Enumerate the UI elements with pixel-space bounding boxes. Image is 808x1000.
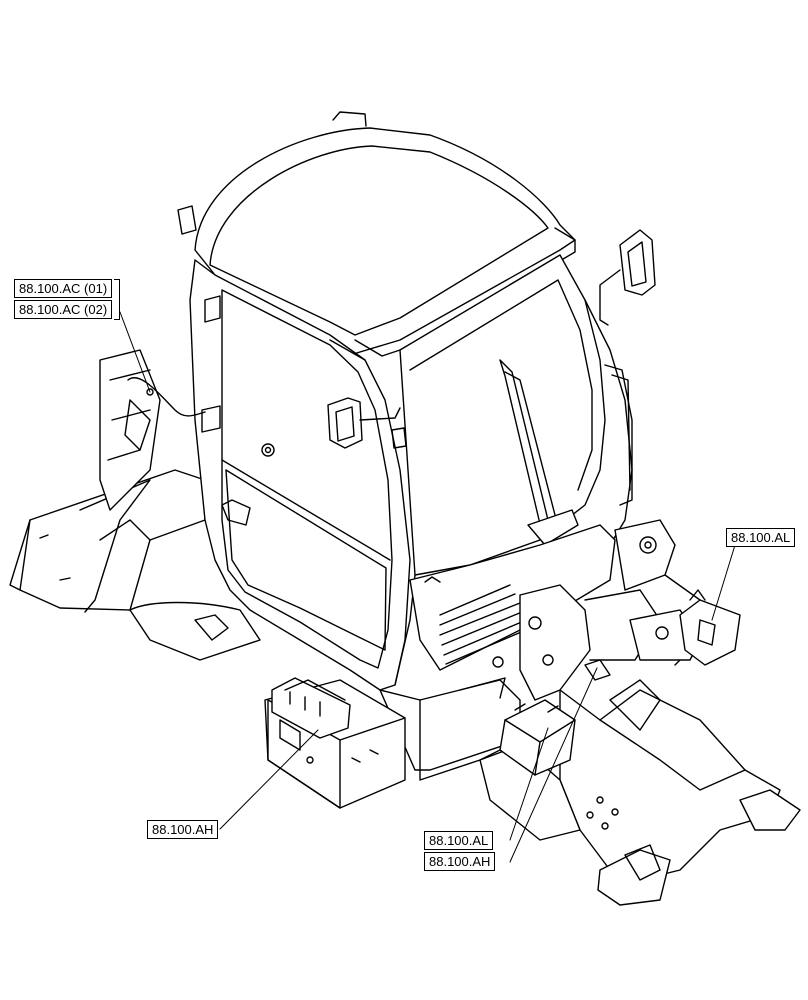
callout-88-100-ah-left[interactable]: 88.100.AH (147, 820, 219, 839)
callout-88-100-ac-02[interactable]: 88.100.AC (02) (14, 300, 113, 319)
cab-right-pillar (584, 299, 633, 546)
callout-88-100-ac-01[interactable]: 88.100.AC (01) (14, 279, 113, 298)
battery-box (264, 677, 406, 809)
front-grille (409, 524, 616, 671)
leader-lines (119, 311, 736, 863)
callout-group-bracket (114, 279, 120, 320)
wire-harness (127, 377, 206, 417)
windshield-wiper (499, 359, 579, 546)
rear-fender (9, 349, 261, 661)
windshield (394, 254, 606, 686)
cab-body (189, 259, 411, 691)
front-lamp-bracket (679, 589, 741, 666)
callout-88-100-al-top[interactable]: 88.100.AL (726, 528, 796, 547)
right-mirror (599, 229, 656, 326)
callout-88-100-ah-bottom[interactable]: 88.100.AH (424, 852, 496, 871)
callout-88-100-al-bottom[interactable]: 88.100.AL (424, 831, 494, 850)
left-mirror (327, 397, 407, 449)
